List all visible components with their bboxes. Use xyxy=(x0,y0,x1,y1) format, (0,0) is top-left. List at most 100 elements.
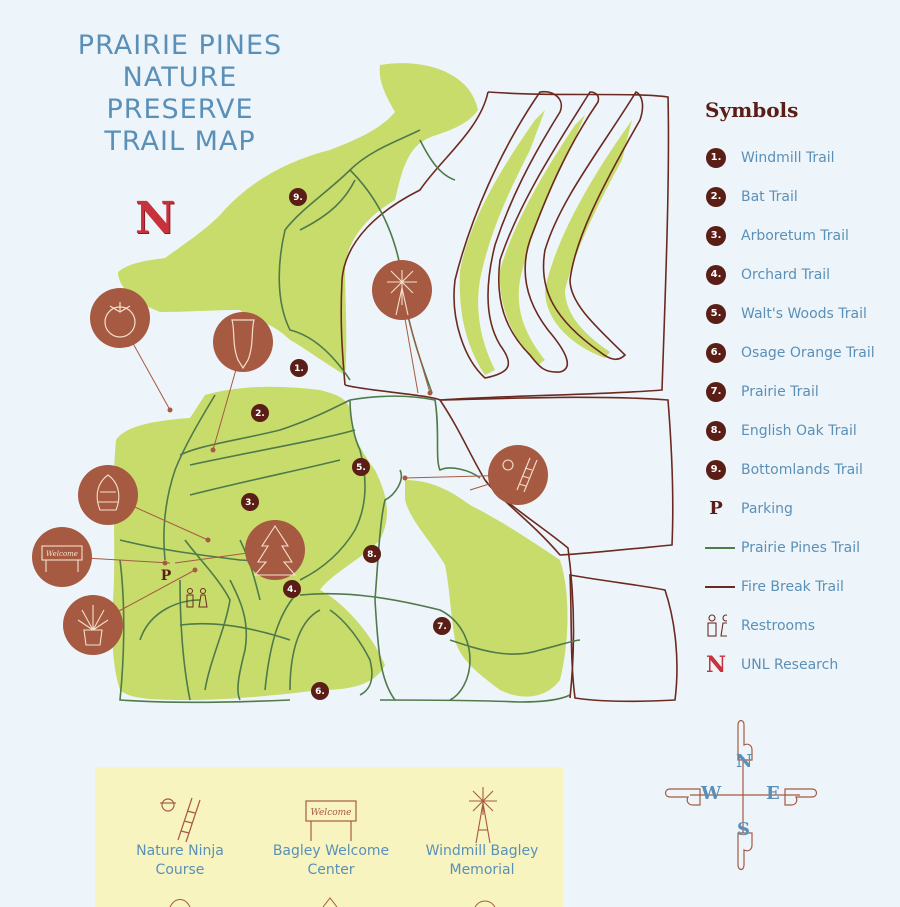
svg-text:5.: 5. xyxy=(356,463,366,473)
parking-icon: P xyxy=(709,498,723,519)
legend-item-orchard-trail: 4. Orchard Trail xyxy=(705,255,895,294)
windmill-icon xyxy=(469,787,497,844)
prairie-pines-trails xyxy=(119,129,581,704)
svg-text:3.: 3. xyxy=(245,498,255,508)
callout-pinecone xyxy=(78,465,138,525)
legend-item-osage-orange-trail: 6. Osage Orange Trail xyxy=(705,333,895,372)
legend-label: Prairie Pines Trail xyxy=(741,539,860,556)
callout-aloe xyxy=(63,595,123,655)
legend-label: Prairie Trail xyxy=(741,383,819,400)
feature-nature-ninja: Nature Ninja Course xyxy=(110,842,250,880)
pin-3[interactable]: 3. xyxy=(241,493,259,511)
restroom-icon xyxy=(707,613,727,637)
partial-icon xyxy=(169,899,191,907)
legend-badge-2: 2. xyxy=(706,186,726,207)
unl-logo: N xyxy=(135,193,176,244)
windmill-icon-map xyxy=(387,270,417,316)
welcome-sign-text-map: Welcome xyxy=(46,550,78,558)
unl-n-icon: N xyxy=(705,651,727,678)
callout-tree xyxy=(245,520,305,580)
compass-north: N xyxy=(736,751,753,772)
pin-8[interactable]: 8. xyxy=(363,545,381,563)
map-parking-marker[interactable]: P xyxy=(161,568,172,584)
feature-line: Center xyxy=(307,862,355,878)
compass-west: W xyxy=(701,783,722,804)
aloe-plant-icon xyxy=(77,605,109,646)
svg-text:7.: 7. xyxy=(437,622,447,632)
partial-icon xyxy=(322,897,338,907)
callout-tomato xyxy=(90,288,150,348)
legend-label: UNL Research xyxy=(741,656,839,673)
svg-text:4.: 4. xyxy=(287,585,297,595)
trail-pins: 1. 2. 3. 4. 5. 6. 7. 8. 9. xyxy=(241,188,451,700)
pinecone-icon xyxy=(96,474,120,511)
svg-text:9.: 9. xyxy=(293,193,303,203)
pin-9[interactable]: 9. xyxy=(289,188,307,206)
title-line-1: PRAIRIE PINES xyxy=(77,30,283,61)
legend-item-parking: P Parking xyxy=(705,489,895,528)
legend-label: Walt's Woods Trail xyxy=(741,305,867,322)
pin-6[interactable]: 6. xyxy=(311,682,329,700)
compass-east: E xyxy=(766,783,780,804)
legend-badge-8: 8. xyxy=(706,420,726,441)
feature-line: Course xyxy=(155,862,205,878)
east-prairie-area xyxy=(405,480,568,697)
legend-badge-3: 3. xyxy=(706,225,726,246)
legend-label: Windmill Trail xyxy=(741,149,835,166)
legend-item-english-oak-trail: 8. English Oak Trail xyxy=(705,411,895,450)
legend-badge-4: 4. xyxy=(706,264,726,285)
legend-item-fire-break-trail: Fire Break Trail xyxy=(705,567,895,606)
ladder-ninja-icon xyxy=(160,797,201,843)
legend-label: English Oak Trail xyxy=(741,422,857,439)
wooded-areas xyxy=(112,63,632,700)
legend-item-bat-trail: 2. Bat Trail xyxy=(705,177,895,216)
map-restroom-icon[interactable] xyxy=(186,588,208,608)
legend-badge-1: 1. xyxy=(706,147,726,168)
brown-line-icon xyxy=(705,585,735,588)
legend-badge-7: 7. xyxy=(706,381,726,402)
legend-item-walts-woods-trail: 5. Walt's Woods Trail xyxy=(705,294,895,333)
legend-label: Arboretum Trail xyxy=(741,227,849,244)
legend-badge-6: 6. xyxy=(706,342,726,363)
legend-badge-5: 5. xyxy=(706,303,726,324)
legend-badge-9: 9. xyxy=(706,459,726,480)
legend-item-arboretum-trail: 3. Arboretum Trail xyxy=(705,216,895,255)
callout-windmill xyxy=(372,260,432,320)
pointing-hand-east-icon xyxy=(784,788,818,806)
legend-title: Symbols xyxy=(705,98,799,122)
feature-line: Bagley Welcome xyxy=(272,843,390,859)
welcome-sign-icon-map xyxy=(41,545,83,561)
callout-dots xyxy=(162,390,433,573)
welcome-sign-icon: Welcome xyxy=(305,800,357,841)
fire-break-trails xyxy=(340,90,678,703)
pin-2[interactable]: 2. xyxy=(251,404,269,422)
pointing-hand-south-icon xyxy=(737,832,753,871)
christmas-tree-icon xyxy=(253,524,297,576)
legend-label: Bottomlands Trail xyxy=(741,461,863,478)
pointing-hand-west-icon xyxy=(664,788,701,806)
svg-text:1.: 1. xyxy=(294,364,304,374)
pin-4[interactable]: 4. xyxy=(283,580,301,598)
legend-label: Bat Trail xyxy=(741,188,798,205)
legend-label: Osage Orange Trail xyxy=(741,344,875,361)
legend-item-windmill-trail: 1. Windmill Trail xyxy=(705,138,895,177)
legend-item-prairie-pines-trail: Prairie Pines Trail xyxy=(705,528,895,567)
green-line-icon xyxy=(705,546,735,549)
title-line-2: NATURE PRESERVE xyxy=(106,62,254,125)
feature-welcome-center: Bagley Welcome Center xyxy=(261,842,401,880)
pin-1[interactable]: 1. xyxy=(290,359,308,377)
legend-item-bottomlands-trail: 9. Bottomlands Trail xyxy=(705,450,895,489)
legend-item-prairie-trail: 7. Prairie Trail xyxy=(705,372,895,411)
title-line-3: TRAIL MAP xyxy=(104,126,256,157)
legend-label: Fire Break Trail xyxy=(741,578,844,595)
partial-icon xyxy=(474,900,496,907)
bat-icon xyxy=(231,319,255,370)
feature-line: Windmill Bagley xyxy=(425,843,539,859)
pin-7[interactable]: 7. xyxy=(433,617,451,635)
compass-hands xyxy=(664,719,818,871)
compass-south: S xyxy=(737,819,750,840)
callout-bat xyxy=(213,312,273,372)
welcome-sign-text: Welcome xyxy=(310,808,351,818)
pin-5[interactable]: 5. xyxy=(352,458,370,476)
